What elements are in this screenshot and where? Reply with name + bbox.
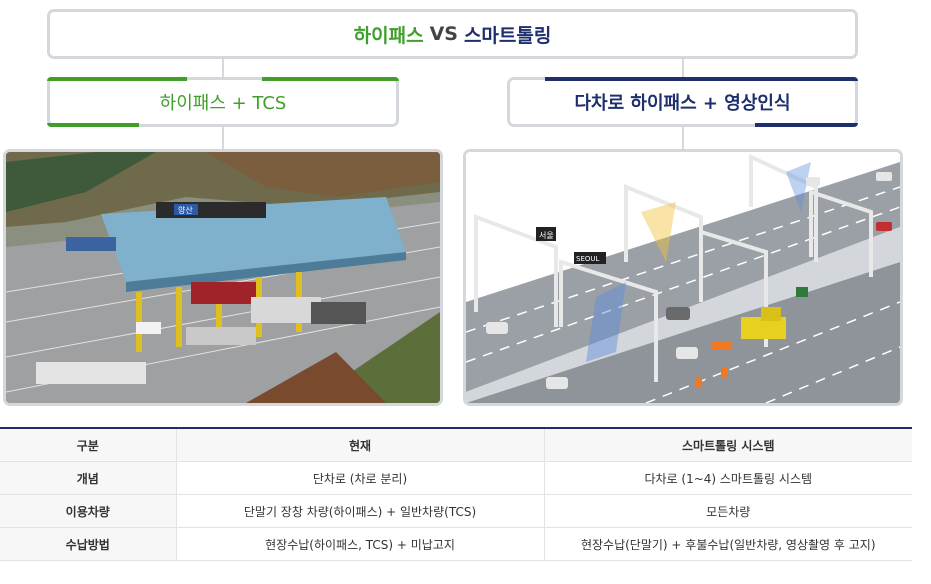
- cell-current-payment: 현장수납(하이패스, TCS) + 미납고지: [175, 527, 544, 561]
- column-header-current: 현재: [175, 427, 544, 462]
- smart-tolling-illustration: 서울 SEOUL: [463, 149, 903, 406]
- accent-bar-bottom-left: [47, 123, 139, 127]
- comparison-title-box: 하이패스 VS 스마트톨링: [47, 9, 858, 59]
- column-header-category: 구분: [0, 427, 176, 462]
- cell-current-vehicles: 단말기 장창 차량(하이패스) + 일반차량(TCS): [175, 494, 544, 528]
- cell-smart-vehicles: 모든차량: [543, 494, 912, 528]
- title-smart-tolling: 스마트톨링: [463, 24, 552, 47]
- row-label-concept: 개념: [0, 461, 176, 495]
- panel-title-right: 다차로 하이패스 + 영상인식: [507, 77, 858, 127]
- cell-smart-concept: 다차로 (1~4) 스마트톨링 시스템: [543, 461, 912, 495]
- connector-left-top: [222, 59, 224, 77]
- table-row: 수납방법 현장수납(하이패스, TCS) + 미납고지 현장수납(단말기) + …: [0, 527, 912, 561]
- panel-title-left-text: 하이패스 + TCS: [159, 93, 287, 114]
- connector-right-bottom: [682, 127, 684, 149]
- tollgate-photo: 양산: [3, 149, 443, 406]
- column-header-smart-tolling: 스마트톨링 시스템: [543, 427, 912, 462]
- connector-left-bottom: [222, 127, 224, 149]
- title-hipass: 하이패스: [353, 24, 424, 47]
- cell-current-concept: 단차로 (차로 분리): [175, 461, 544, 495]
- comparison-table: 구분 현재 스마트톨링 시스템 개념 단차로 (차로 분리) 다차로 (1~4)…: [0, 427, 912, 561]
- accent-bar-bottom-right: [755, 123, 858, 127]
- toll-sign-text: 양산: [178, 205, 193, 215]
- panel-title-left: 하이패스 + TCS: [47, 77, 399, 127]
- connector-right-top: [682, 59, 684, 77]
- gantry-sign-seoul-en: SEOUL: [576, 255, 599, 263]
- accent-bar-top-left-2: [262, 77, 399, 81]
- gantry-sign-seoul-ko: 서울: [539, 231, 554, 240]
- accent-bar-top-left: [47, 77, 187, 81]
- panel-title-right-text: 다차로 하이패스 + 영상인식: [574, 93, 791, 114]
- cell-smart-payment: 현장수납(단말기) + 후불수납(일반차량, 영상촬영 후 고지): [543, 527, 912, 561]
- table-header-row: 구분 현재 스마트톨링 시스템: [0, 427, 912, 462]
- table-row: 이용차량 단말기 장창 차량(하이패스) + 일반차량(TCS) 모든차량: [0, 494, 912, 528]
- row-label-vehicles: 이용차량: [0, 494, 176, 528]
- row-label-payment: 수납방법: [0, 527, 176, 561]
- title-vs: VS: [429, 23, 458, 45]
- table-row: 개념 단차로 (차로 분리) 다차로 (1~4) 스마트톨링 시스템: [0, 461, 912, 495]
- accent-bar-top-right: [545, 77, 858, 81]
